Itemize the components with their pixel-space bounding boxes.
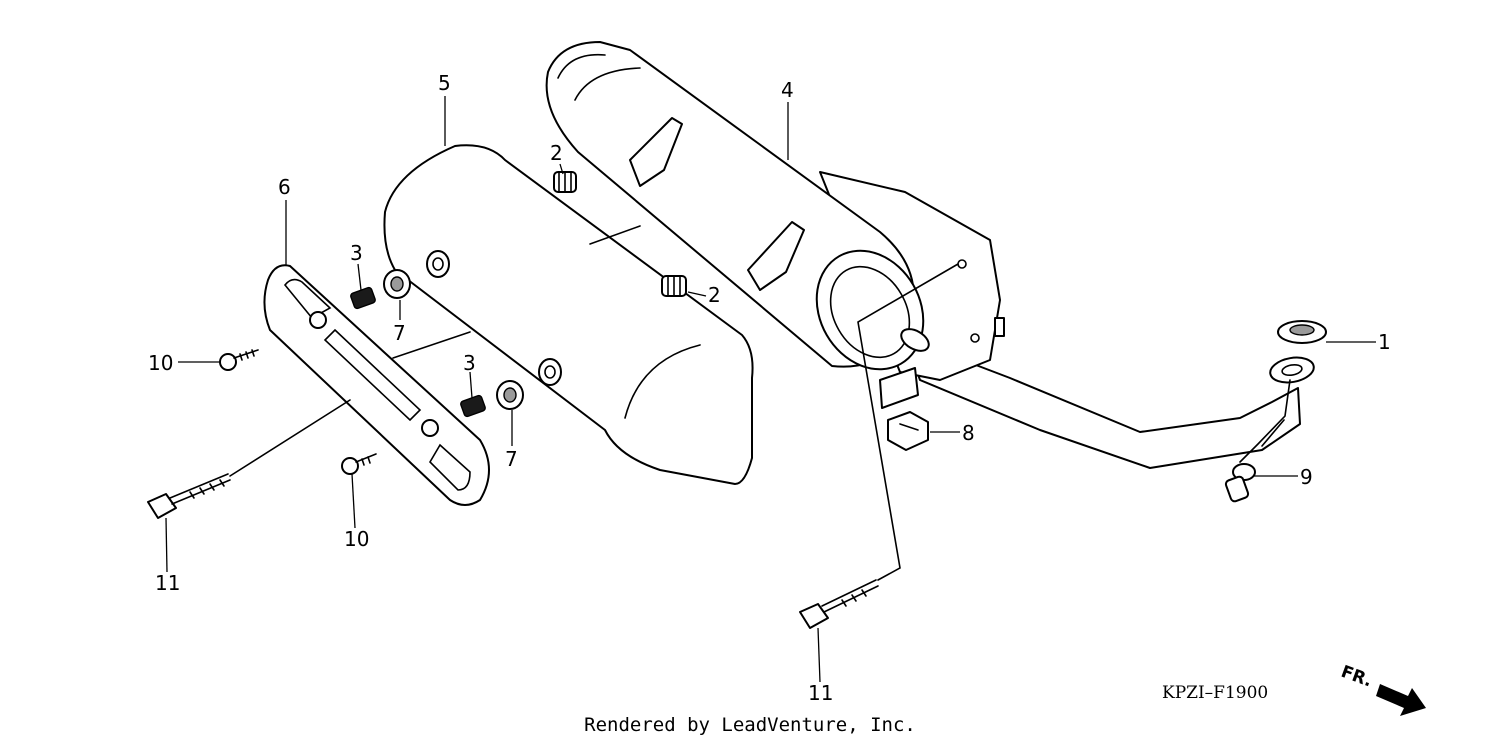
callout-10b: 10: [344, 527, 369, 551]
collar-3a[interactable]: [350, 286, 376, 310]
callout-5: 5: [438, 71, 451, 95]
collar-3b[interactable]: [460, 394, 486, 418]
callout-11b: 11: [808, 681, 833, 705]
callout-2b: 2: [708, 283, 721, 307]
callout-9: 9: [1300, 465, 1313, 489]
exhaust-gasket[interactable]: [1277, 320, 1327, 344]
callout-8: 8: [962, 421, 975, 445]
bolt-10b[interactable]: [341, 453, 377, 475]
render-credit: Rendered by LeadVenture, Inc.: [584, 714, 916, 736]
bolt-10a[interactable]: [219, 349, 259, 371]
callout-4: 4: [781, 78, 794, 102]
cap-nut-9[interactable]: [1224, 463, 1256, 503]
callout-10a: 10: [148, 351, 173, 375]
callout-11a: 11: [155, 571, 180, 595]
muffler-protector[interactable]: [383, 144, 754, 485]
callout-7a: 7: [393, 321, 406, 345]
callout-6: 6: [278, 175, 291, 199]
grommet-2a[interactable]: [553, 171, 577, 193]
callout-1: 1: [1378, 330, 1391, 354]
callout-2a: 2: [550, 141, 563, 165]
diagram-code: KPZI–F1900: [1162, 683, 1268, 703]
muffler-assembly[interactable]: [545, 41, 1316, 469]
rubber-7b[interactable]: [496, 380, 524, 410]
callout-3a: 3: [350, 241, 363, 265]
front-direction-arrow-icon: FR.: [1338, 662, 1426, 716]
nut-8[interactable]: [887, 411, 929, 451]
long-bolt-11a[interactable]: [147, 473, 231, 519]
protector-plate[interactable]: [263, 264, 490, 506]
long-bolt-11b[interactable]: [799, 579, 879, 629]
callout-3b: 3: [463, 351, 476, 375]
callout-7b: 7: [505, 447, 518, 471]
front-direction-label: FR.: [1338, 662, 1374, 692]
rubber-7a[interactable]: [383, 269, 411, 299]
leader-lines: [165, 96, 1376, 683]
grommet-2b[interactable]: [661, 275, 687, 297]
